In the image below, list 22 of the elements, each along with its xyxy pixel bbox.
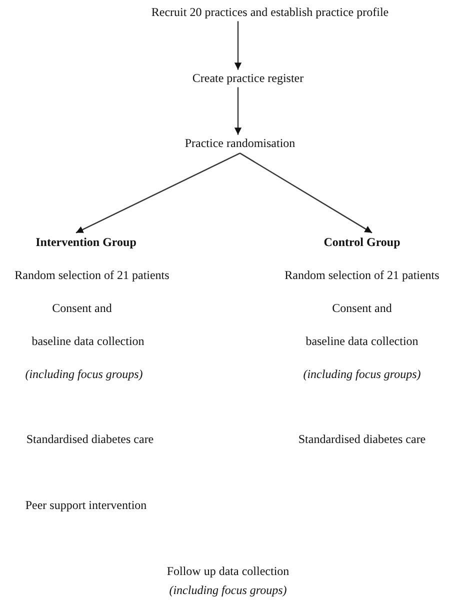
step-label: (including focus groups)	[303, 366, 421, 382]
step-label: Follow up data collection	[166, 564, 290, 578]
step-label: (including focus groups)	[169, 582, 287, 598]
step-label: Standardised diabetes care	[26, 432, 154, 446]
step-label: Random selection of 21 patients	[284, 268, 440, 282]
step-label: Consent and	[52, 300, 112, 316]
step-label: Standardised diabetes care	[298, 432, 426, 446]
step-label: Random selection of 21 patients	[14, 268, 170, 282]
step-label: baseline data collection	[306, 334, 418, 348]
step-text: Practice randomisation	[184, 136, 296, 150]
step-label: (including focus groups)	[25, 366, 143, 382]
step-text: Control Group	[324, 234, 400, 250]
step-label: Peer support intervention	[25, 498, 147, 512]
step-text: Intervention Group	[36, 234, 136, 250]
arrow	[234, 87, 242, 135]
step-text: Recruit 20 practices and establish practice profile	[151, 4, 389, 20]
arrow	[76, 152, 240, 234]
step-label: Consent and	[332, 300, 392, 316]
arrow	[234, 21, 242, 70]
step-text: Create practice register	[192, 70, 304, 86]
step-label: baseline data collection	[32, 334, 144, 348]
arrow	[240, 152, 372, 234]
